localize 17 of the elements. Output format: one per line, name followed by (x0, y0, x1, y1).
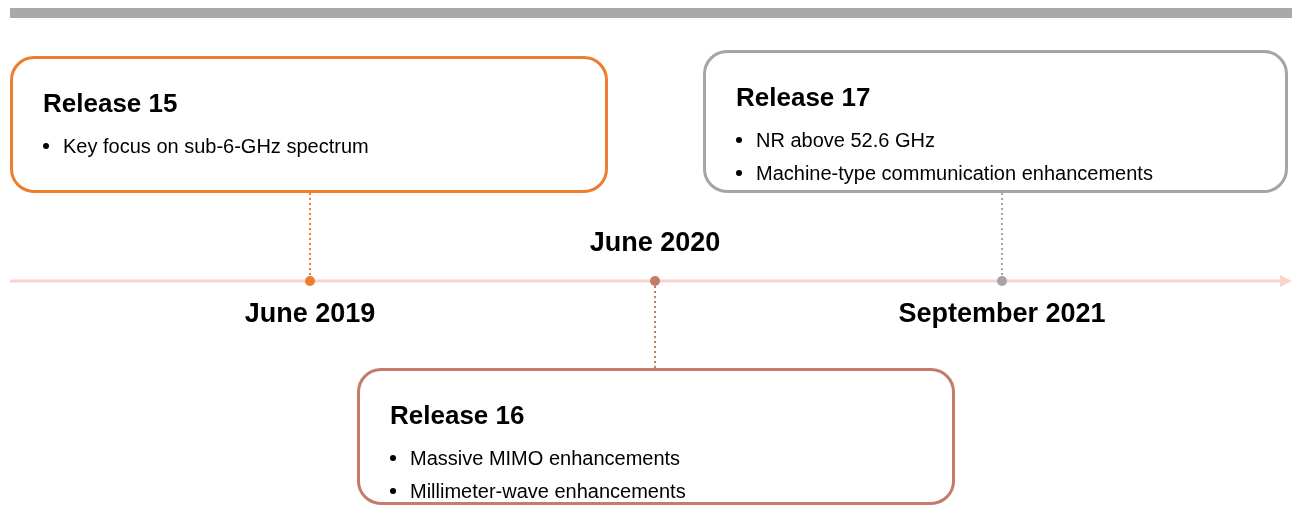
date-label: September 2021 (898, 300, 1106, 327)
bullet-text: Key focus on sub-6-GHz spectrum (63, 133, 369, 159)
bullet-text: Millimeter-wave enhancements (410, 478, 686, 504)
bullet-text: Machine-type communication enhancements (756, 160, 1153, 186)
connector-line (1001, 192, 1003, 277)
release-card (703, 50, 1288, 193)
release-card (357, 368, 955, 505)
card-title: Release 17 (736, 81, 872, 114)
card-title: Release 16 (390, 399, 526, 432)
bullet-text: NR above 52.6 GHz (756, 127, 935, 153)
connector-line (309, 192, 311, 277)
card-title: Release 15 (43, 87, 179, 120)
connector-line (654, 285, 656, 369)
date-label: June 2019 (244, 300, 376, 327)
bullet-text: Massive MIMO enhancements (410, 445, 681, 471)
date-label: June 2020 (589, 229, 721, 256)
release-card (10, 56, 608, 193)
